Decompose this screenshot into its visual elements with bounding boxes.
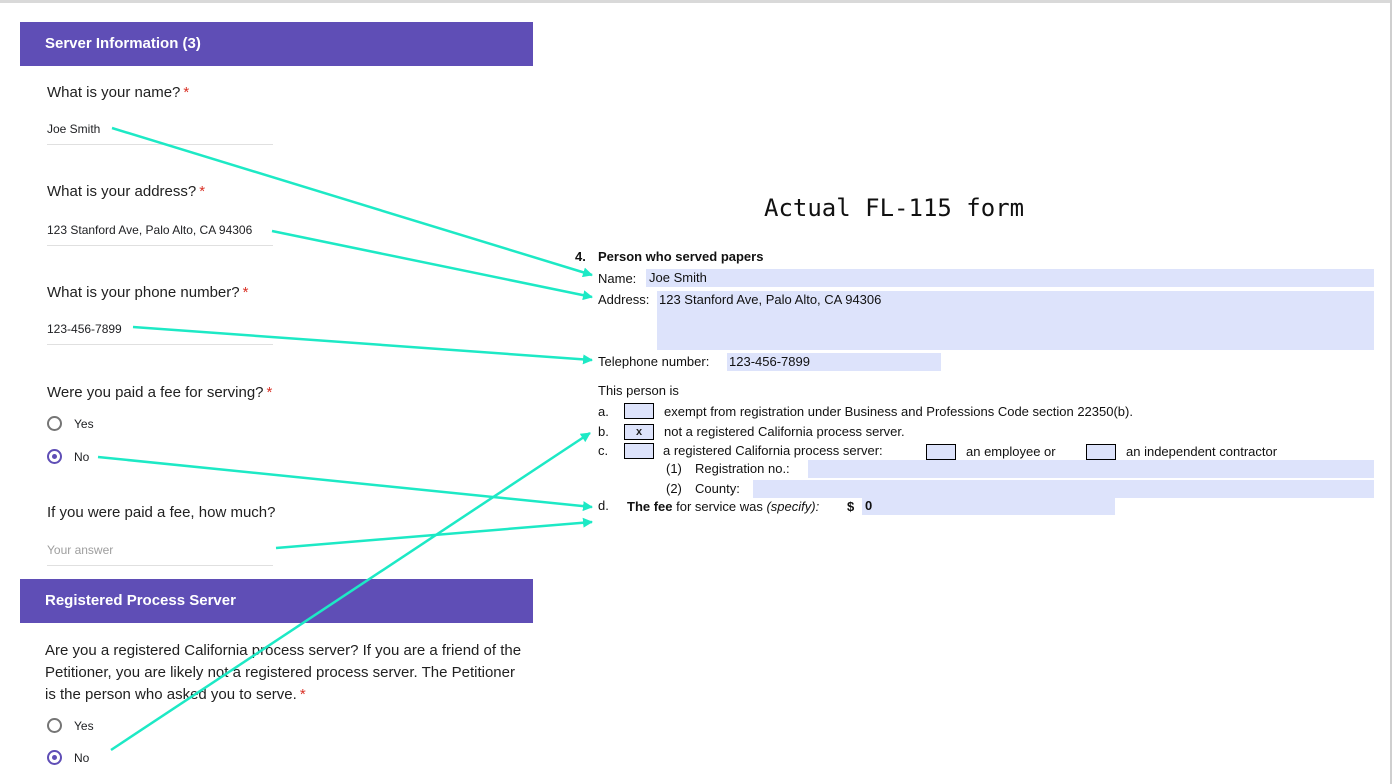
option-a-checkbox[interactable] [624,403,654,419]
name-value: Joe Smith [649,270,707,285]
name-label: Name: [598,271,637,286]
address-answer-field[interactable]: 123 Stanford Ave, Palo Alto, CA 94306 [47,223,273,246]
question-phone: What is your phone number?* [47,284,248,301]
phone-answer-field[interactable]: 123-456-7899 [47,322,273,345]
address-value: 123 Stanford Ave, Palo Alto, CA 94306 [659,292,882,307]
option-a-letter: a. [598,404,609,419]
registered-no-label[interactable]: No [74,751,90,765]
section-header-server-information: Server Information (3) [20,22,533,66]
registered-yes-label[interactable]: Yes [74,719,94,733]
fee-fill-box[interactable] [862,497,1115,515]
section-header-registered-process-server: Registered Process Server [20,579,533,623]
phone-label: Telephone number: [598,354,710,369]
phone-fill-box[interactable] [727,353,941,371]
question-registered: Are you a registered California process … [45,640,525,706]
this-person-is-label: This person is [598,383,679,398]
question-name-text: What is your name? [47,84,181,101]
fee-label-bold: The fee [627,499,673,514]
phone-value: 123-456-7899 [729,354,810,369]
top-border [0,0,1392,3]
question-address-text: What is your address? [47,183,197,200]
fl115-heading: Actual FL-115 form [764,194,1025,222]
option-a-text: exempt from registration under Business … [664,404,1133,419]
arrow-phone [132,325,593,365]
fee-answer-field[interactable]: Your answer [47,543,273,566]
fee-label: The fee for service was (specify): [627,499,819,514]
required-asterisk: * [183,84,190,101]
fee-label-rest: for service was [676,499,763,514]
name-answer-field[interactable]: Joe Smith [47,122,273,145]
arrow-paid-no [97,455,593,512]
contractor-label: an independent contractor [1126,444,1278,459]
required-asterisk: * [199,183,206,200]
name-fill-box[interactable] [646,269,1374,287]
registered-no-radio[interactable] [47,750,62,765]
question-fee-amount: If you were paid a fee, how much? [47,504,276,521]
question-phone-text: What is your phone number? [47,284,240,301]
required-asterisk: * [299,686,306,703]
option-b-checkbox[interactable]: x [624,424,654,440]
registered-yes-radio[interactable] [47,718,62,733]
employee-checkbox[interactable] [926,444,956,460]
required-asterisk: * [266,384,273,401]
question-paid-fee-text: Were you paid a fee for serving? [47,384,264,401]
registration-number-field[interactable] [808,460,1374,478]
question-registered-text: Are you a registered California process … [45,642,522,703]
arrow-name [111,126,593,278]
paid-yes-label[interactable]: Yes [74,417,94,431]
county-field[interactable] [753,480,1374,498]
arrow-address [271,229,593,301]
paid-yes-radio[interactable] [47,416,62,431]
paid-no-radio[interactable] [47,449,62,464]
arrow-registered-no [110,431,591,752]
question-paid-fee: Were you paid a fee for serving?* [47,384,272,401]
registration-number-label: Registration no.: [695,461,790,476]
question-name: What is your name?* [47,84,189,101]
employee-label: an employee or [966,444,1056,459]
item-title: Person who served papers [598,249,764,264]
contractor-checkbox[interactable] [1086,444,1116,460]
registration-number-index: (1) [666,461,682,476]
required-asterisk: * [242,284,249,301]
county-index: (2) [666,481,682,496]
question-address: What is your address?* [47,183,205,200]
county-label: County: [695,481,740,496]
paid-no-label[interactable]: No [74,450,90,464]
option-c-text: a registered California process server: [663,443,883,458]
option-b-text: not a registered California process serv… [664,424,905,439]
right-border [1390,0,1392,784]
address-label: Address: [598,292,650,307]
item-number: 4. [575,249,586,264]
option-c-letter: c. [598,443,609,458]
fee-dollar-sign: $ [847,499,855,514]
fee-label-specify: (specify): [766,499,820,514]
option-c-checkbox[interactable] [624,443,654,459]
fee-value: 0 [865,498,873,513]
option-b-letter: b. [598,424,609,439]
option-d-letter: d. [598,498,609,513]
address-fill-box[interactable] [657,291,1374,350]
